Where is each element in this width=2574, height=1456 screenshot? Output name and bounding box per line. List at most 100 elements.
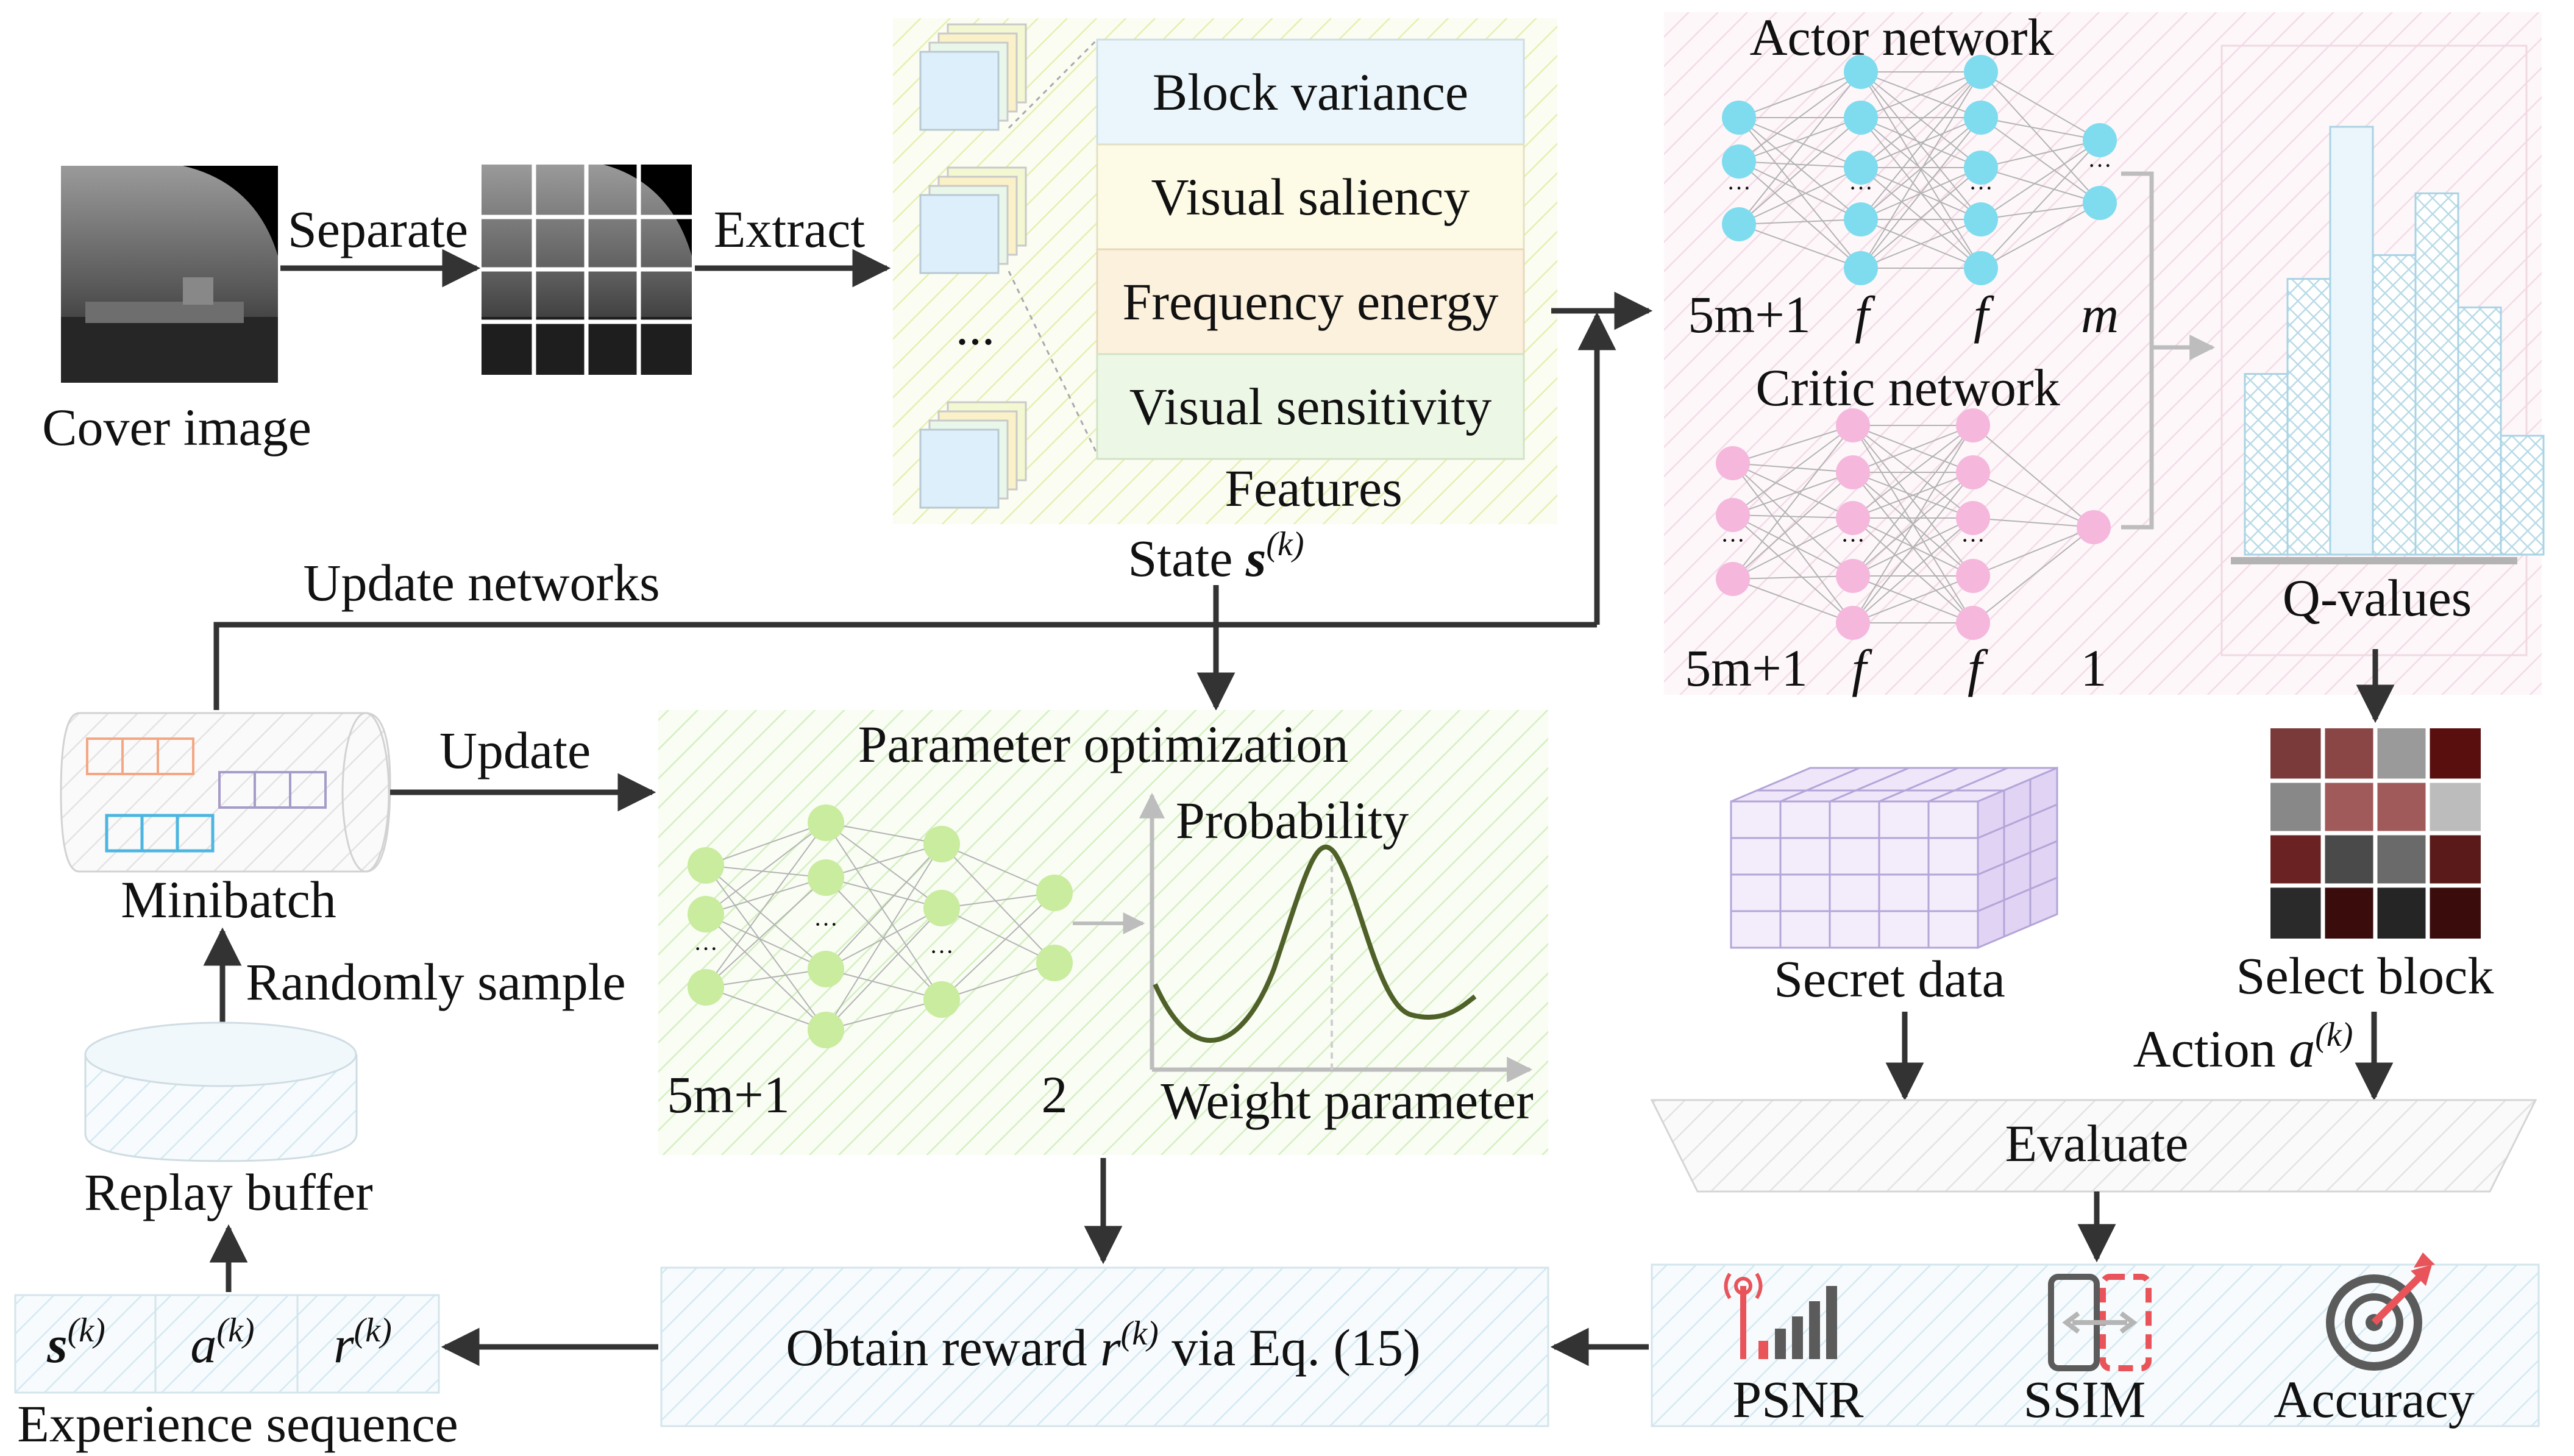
parameter-optimization-title: Parameter optimization xyxy=(858,715,1349,773)
feature-visual-saliency: Visual saliency xyxy=(1151,168,1470,226)
actor-edge xyxy=(1860,219,1982,269)
qvalue-bar xyxy=(2457,306,2502,556)
critic-edge xyxy=(1732,425,1854,580)
actor-edge xyxy=(1980,202,2100,269)
critic-node xyxy=(1836,559,1870,593)
actor-node xyxy=(1844,202,1878,236)
minibatch-cylinder xyxy=(60,712,391,873)
policy-edge xyxy=(941,892,1055,909)
critic-edge xyxy=(1732,463,1854,473)
critic-network-title: Critic network xyxy=(1755,358,2060,417)
critic-node xyxy=(1956,606,1990,640)
critic-edge xyxy=(1852,472,1974,623)
actor-edge xyxy=(1860,71,1982,269)
actor-edge xyxy=(1860,71,1982,168)
minibatch-block-blue xyxy=(105,814,215,853)
critic-ellipsis: ··· xyxy=(1721,527,1745,554)
policy-edge xyxy=(705,865,827,878)
policy-input-label: 5m+1 xyxy=(667,1065,789,1124)
actor-node xyxy=(2083,186,2117,220)
critic-ellipsis: ··· xyxy=(1841,527,1865,554)
actor-edge xyxy=(1980,71,2100,204)
policy-edge xyxy=(705,822,827,866)
policy-network: ········· xyxy=(688,804,1073,1048)
critic-edge xyxy=(1732,425,1854,464)
actor-edge xyxy=(1738,117,1861,162)
policy-edge xyxy=(825,822,942,1000)
actor-edge xyxy=(1860,117,1982,269)
separate-label: Separate xyxy=(288,200,468,258)
critic-edge xyxy=(1732,575,1854,580)
psnr-label: PSNR xyxy=(1732,1370,1864,1429)
feature-dotted-line-bottom xyxy=(1008,271,1098,455)
critic-edge xyxy=(1852,575,1974,623)
qvalue-bar xyxy=(2286,278,2331,556)
actor-edge xyxy=(1738,117,1861,225)
actor-ellipsis: ··· xyxy=(1969,174,1993,202)
policy-node xyxy=(808,951,844,987)
actor-edge xyxy=(1738,167,1861,225)
critic-node xyxy=(1956,501,1990,535)
critic-edge xyxy=(1972,517,2094,528)
policy-edge xyxy=(825,877,942,909)
actor-node xyxy=(2083,123,2117,157)
parameter-optimization-panel xyxy=(658,710,1548,1155)
critic-layer-label-output: 1 xyxy=(2081,639,2107,697)
weight-parameter-label: Weight parameter xyxy=(1161,1071,1534,1130)
critic-edge xyxy=(1732,463,1854,577)
actor-edge xyxy=(1980,117,2100,204)
critic-edge xyxy=(1732,472,1854,516)
actor-edge xyxy=(1738,161,1861,220)
actor-node xyxy=(1844,251,1878,285)
experience-sequence-box xyxy=(14,1294,440,1394)
probability-curve xyxy=(1153,844,1477,1043)
actor-edge xyxy=(1738,224,1861,269)
policy-edge xyxy=(705,968,827,988)
ssim-compare-icon xyxy=(2048,1274,2152,1371)
critic-node xyxy=(2077,510,2111,544)
actor-edge xyxy=(1860,117,1982,168)
qvalue-bar xyxy=(2244,373,2289,556)
actor-edge xyxy=(1980,140,2100,269)
experience-sequence-label: Experience sequence xyxy=(17,1394,458,1453)
actor-edge xyxy=(1980,167,2100,204)
actor-edge xyxy=(1980,140,2100,220)
select-block-grid xyxy=(2270,728,2481,939)
secret-data-label: Secret data xyxy=(1774,950,2005,1008)
qvalues-label: Q-values xyxy=(2283,569,2472,627)
policy-node xyxy=(808,804,844,841)
actor-node xyxy=(1844,151,1878,185)
actor-edge xyxy=(1738,219,1861,225)
secret-data-cube xyxy=(1730,766,2058,950)
actor-edge xyxy=(1738,117,1861,220)
sequence-reward: r(k) xyxy=(333,1312,392,1374)
policy-ellipsis: ··· xyxy=(930,938,954,965)
minibatch-block-purple xyxy=(218,771,327,809)
feature-dotted-line-top xyxy=(1008,38,1098,129)
critic-edge xyxy=(1972,527,2094,623)
policy-edge xyxy=(705,865,827,1031)
policy-edge xyxy=(705,987,827,1031)
critic-edge xyxy=(1732,578,1854,623)
critic-node xyxy=(1836,408,1870,442)
feature-stack-ellipsis: ... xyxy=(956,297,995,356)
policy-edge xyxy=(941,892,1055,1000)
critic-edge xyxy=(1732,514,1854,577)
policy-node xyxy=(923,890,960,926)
policy-node xyxy=(923,981,960,1018)
critic-edge xyxy=(1732,514,1854,623)
policy-edge xyxy=(705,877,827,988)
policy-edge xyxy=(825,907,942,970)
qvalue-bar xyxy=(2414,192,2459,556)
feature-stack-2 xyxy=(919,166,1027,274)
policy-node xyxy=(1036,945,1073,981)
critic-edge xyxy=(1732,463,1854,519)
update-label: Update xyxy=(439,721,591,779)
critic-edge xyxy=(1852,425,1974,623)
probability-plot xyxy=(1139,792,1533,1082)
actor-edge xyxy=(1860,71,1982,118)
actor-network-title: Actor network xyxy=(1749,8,2053,66)
policy-edge xyxy=(825,843,942,1031)
critic-node xyxy=(1956,408,1990,442)
actor-edge xyxy=(1980,202,2100,220)
